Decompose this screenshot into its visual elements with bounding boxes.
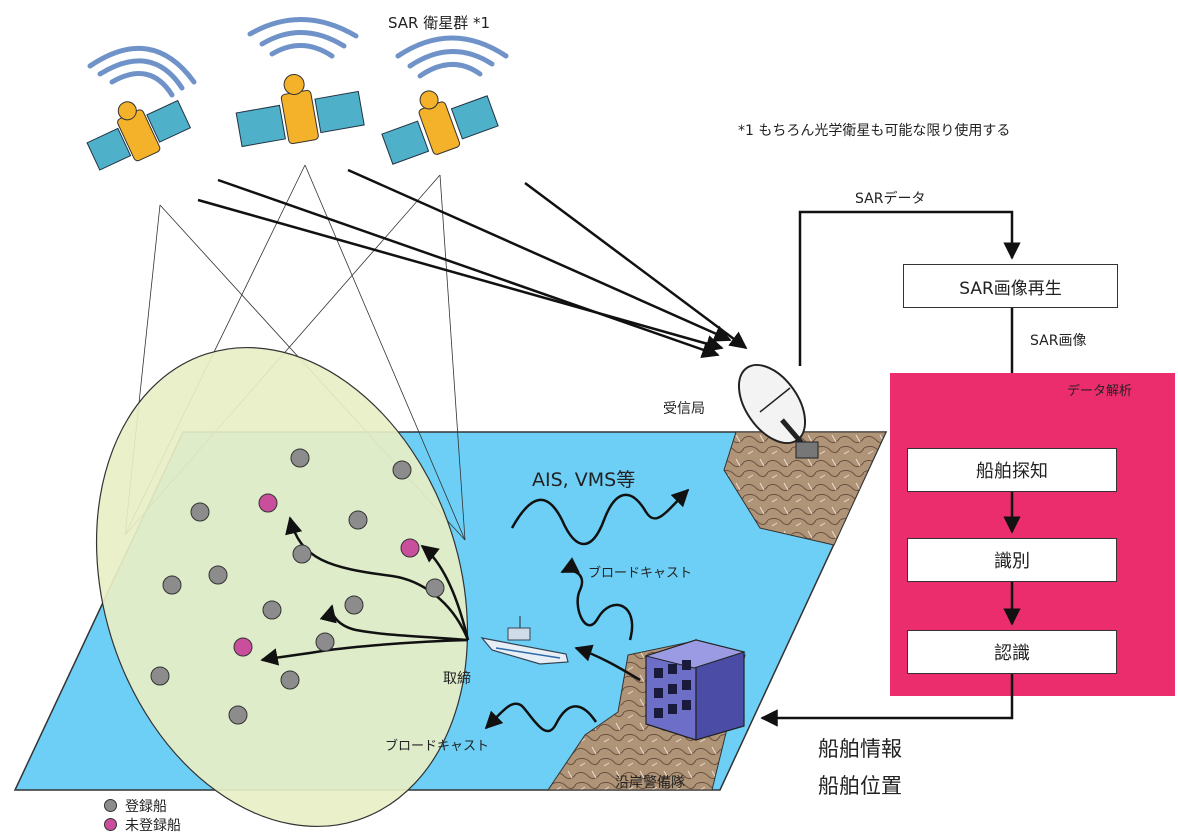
satellite-coverage-area xyxy=(95,346,469,828)
ais-vms-label: AIS, VMS等 xyxy=(532,469,636,491)
legend-item-unregistered: 未登録船 xyxy=(104,815,181,834)
broadcast-label-sea: ブロードキャスト xyxy=(588,566,693,581)
registered-ships xyxy=(150,448,445,725)
registered-ship-marker xyxy=(208,565,228,585)
satellite-icon xyxy=(235,74,365,148)
ship-position-label: 船舶位置 xyxy=(818,774,902,798)
broadcast-arrow-coast xyxy=(484,702,598,733)
unregistered-ships xyxy=(233,493,420,657)
satellite-icon xyxy=(381,90,499,165)
registered-ship-marker xyxy=(262,600,282,620)
registered-ship-marker xyxy=(150,666,170,686)
downlink-arrows xyxy=(197,168,748,359)
registered-ship-marker xyxy=(162,575,182,595)
identification-box: 識別 xyxy=(907,538,1117,582)
legend-unregistered-label: 未登録船 xyxy=(125,817,181,834)
registered-ship-icon xyxy=(104,799,117,812)
satellite-constellation-label: SAR 衛星群 *1 xyxy=(388,14,491,32)
broadcast-arrow-sea xyxy=(560,557,634,641)
legend-registered-label: 登録船 xyxy=(125,798,167,815)
signal-waves-icon xyxy=(87,45,197,98)
broadcast-label-coast: ブロードキャスト xyxy=(385,739,490,754)
coast-guard-building-icon xyxy=(644,639,746,741)
registered-ship-marker xyxy=(280,670,300,690)
registered-ship-marker xyxy=(392,460,412,480)
patrol-boat-icon xyxy=(480,616,569,665)
registered-ship-marker xyxy=(228,705,248,725)
unregistered-ship-marker xyxy=(233,637,253,657)
sar-image-label: SAR画像 xyxy=(1030,333,1087,349)
registered-ship-marker xyxy=(344,595,364,615)
coastline-receiving-station xyxy=(723,431,887,546)
receiving-station-label: 受信局 xyxy=(663,401,705,417)
footnote: *1 もちろん光学衛星も可能な限り使用する xyxy=(738,123,1011,139)
legend: 登録船 未登録船 xyxy=(104,796,181,834)
satellite-icon xyxy=(86,99,192,171)
recognition-box: 認識 xyxy=(907,630,1117,674)
registered-ship-marker xyxy=(190,502,210,522)
registered-ship-marker xyxy=(292,544,312,564)
signal-waves-icon xyxy=(395,35,509,79)
registered-ship-marker xyxy=(348,510,368,530)
sar-data-label: SARデータ xyxy=(855,191,926,207)
analysis-flow-arrows xyxy=(760,492,1021,727)
unregistered-ship-marker xyxy=(400,538,420,558)
unregistered-ship-marker xyxy=(258,493,278,513)
ship-information-label: 船舶情報 xyxy=(818,737,902,761)
signal-waves-icon xyxy=(247,17,359,59)
coast-guard-label: 沿岸警備隊 xyxy=(615,775,685,791)
registered-ship-marker xyxy=(315,632,335,652)
sar-image-reproduction-box: SAR画像再生 xyxy=(903,264,1118,308)
ais-vms-signal-arrow xyxy=(510,488,690,546)
ship-detection-box: 船舶探知 xyxy=(907,448,1117,492)
satellite-dish-icon xyxy=(737,363,819,459)
legend-item-registered: 登録船 xyxy=(104,796,181,815)
registered-ship-marker xyxy=(290,448,310,468)
registered-ship-marker xyxy=(425,578,445,598)
data-analysis-label: データ解析 xyxy=(1067,384,1133,399)
unregistered-ship-icon xyxy=(104,818,117,831)
enforcement-label: 取締 xyxy=(443,671,471,687)
